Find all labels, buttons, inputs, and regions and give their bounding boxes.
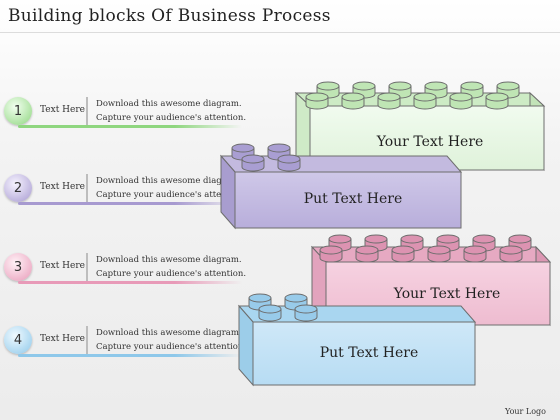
step-number-2: 2 xyxy=(4,174,32,202)
step-underline-3 xyxy=(18,281,242,284)
step-divider-4 xyxy=(86,326,88,356)
step-desc-line-1b: Capture your audience's attention. xyxy=(96,113,247,123)
green-studs xyxy=(305,81,520,110)
brick-green: Your Text Here xyxy=(294,81,546,172)
step-label-2: Text Here: xyxy=(40,182,89,192)
logo-text: Your Logo xyxy=(505,407,546,416)
step-desc-line-2b: Capture your audience's attention. xyxy=(96,190,247,200)
step-description-4: Download this awesome diagram. Capture y… xyxy=(96,326,246,354)
step-number-4: 4 xyxy=(4,326,32,354)
brick-green-text: Your Text Here xyxy=(376,134,484,150)
step-underline-2 xyxy=(18,202,242,205)
step-divider-2 xyxy=(86,174,88,204)
brick-pink-text: Your Text Here xyxy=(393,286,501,302)
step-label-4: Text Here: xyxy=(40,334,89,344)
brick-blue-text: Put Text Here xyxy=(320,345,419,361)
step-number-3: 3 xyxy=(4,253,32,281)
step-desc-line-1a: Download this awesome diagram. xyxy=(96,99,242,109)
step-desc-line-2a: Download this awesome diagram. xyxy=(96,176,242,186)
step-row-2: 2 Text Here: Download this awesome diagr… xyxy=(0,174,250,214)
step-underline-4 xyxy=(18,354,242,357)
purple-studs xyxy=(231,143,301,172)
step-divider-1 xyxy=(86,97,88,127)
step-description-3: Download this awesome diagram. Capture y… xyxy=(96,253,246,281)
pink-studs xyxy=(319,234,532,263)
step-number-1: 1 xyxy=(4,97,32,125)
step-desc-line-3a: Download this awesome diagram. xyxy=(96,255,242,265)
step-desc-line-4a: Download this awesome diagram. xyxy=(96,328,242,338)
step-desc-line-4b: Capture your audience's attention. xyxy=(96,342,247,352)
brick-blue: Put Text Here xyxy=(237,293,477,387)
step-label-3: Text Here: xyxy=(40,261,89,271)
step-label-1: Text Here: xyxy=(40,105,89,115)
step-row-4: 4 Text Here: Download this awesome diagr… xyxy=(0,326,250,366)
title-divider xyxy=(0,32,560,33)
slide-title: Building blocks Of Business Process xyxy=(8,6,331,26)
step-description-1: Download this awesome diagram. Capture y… xyxy=(96,97,246,125)
step-description-2: Download this awesome diagram. Capture y… xyxy=(96,174,246,202)
step-row-1: 1 Text Here: Download this awesome diagr… xyxy=(0,97,250,137)
brick-purple-text: Put Text Here xyxy=(304,191,403,207)
step-desc-line-3b: Capture your audience's attention. xyxy=(96,269,247,279)
step-divider-3 xyxy=(86,253,88,283)
brick-purple: Put Text Here xyxy=(219,143,463,230)
step-row-3: 3 Text Here: Download this awesome diagr… xyxy=(0,253,250,293)
step-underline-1 xyxy=(18,125,242,128)
blue-studs xyxy=(248,293,318,322)
